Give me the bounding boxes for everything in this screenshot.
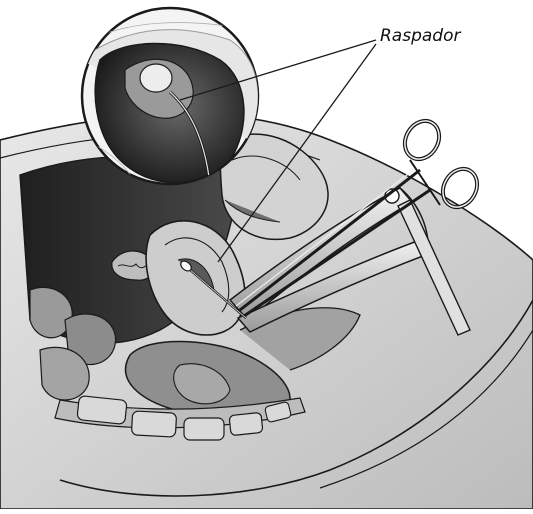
- raspador-label: Raspador: [380, 26, 460, 46]
